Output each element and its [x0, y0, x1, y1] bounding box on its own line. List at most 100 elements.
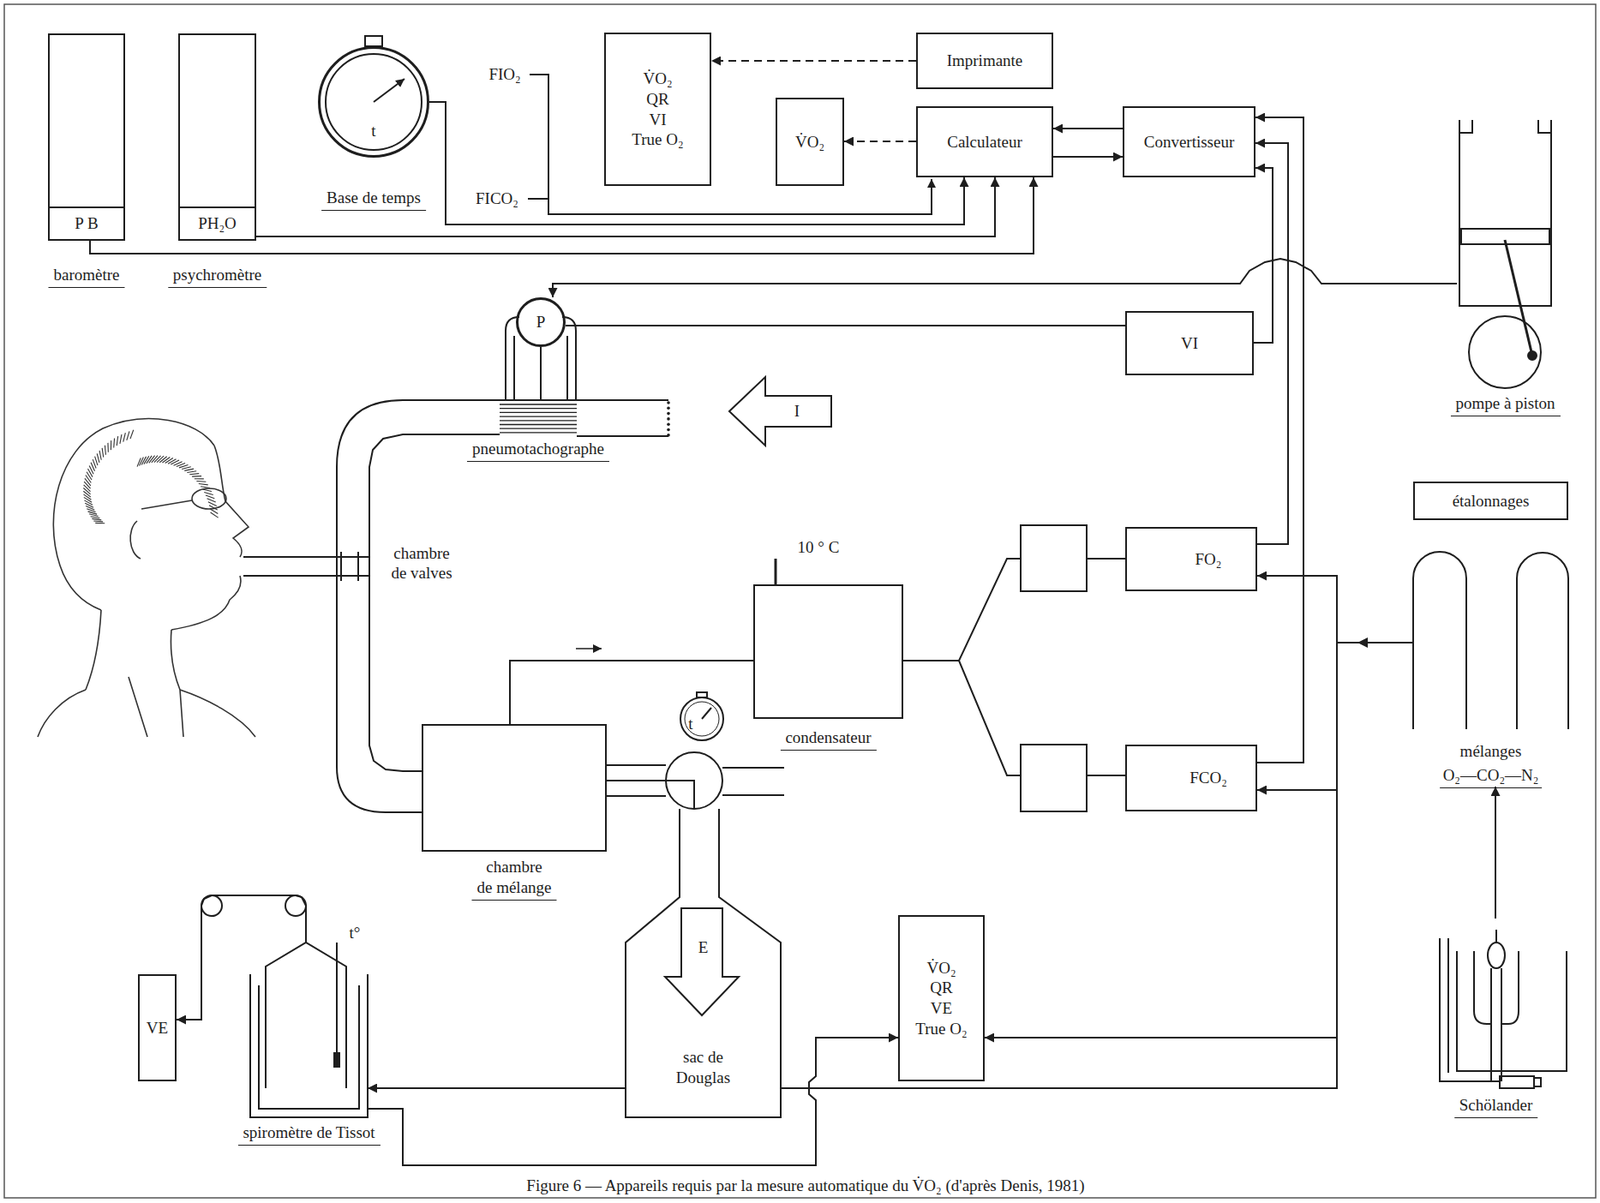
hair-strokes	[119, 434, 122, 444]
barometer-box: P Bbaromètre	[47, 33, 126, 241]
mouthpiece	[243, 557, 370, 576]
hair-strokes	[181, 467, 192, 470]
connector	[565, 324, 1126, 327]
gas-cylinders	[1516, 552, 1569, 730]
tube-inlet	[666, 417, 671, 421]
printer-box: Imprimante	[916, 32, 1054, 90]
hair-strokes	[95, 522, 105, 524]
connector	[1053, 127, 1123, 130]
hair-strokes	[113, 438, 115, 449]
printout-box: V̇O₂QRVITrue O₂	[604, 32, 712, 186]
clock-detail	[373, 78, 405, 102]
node-text: VE	[146, 1018, 168, 1039]
connector	[367, 1087, 626, 1090]
connector	[369, 434, 500, 772]
connector	[1053, 155, 1123, 158]
part-name: pompe à piston	[1450, 393, 1560, 417]
part-name: spiromètre de Tissot	[237, 1122, 380, 1146]
tube-inlet	[666, 407, 671, 411]
hair-strokes	[104, 445, 107, 456]
node-text: sac de Douglas	[672, 1047, 734, 1091]
node-text: O₂—CO₂—N₂	[1439, 765, 1543, 789]
scholander-apparatus	[1499, 1076, 1535, 1089]
scholander-apparatus	[1495, 929, 1498, 943]
node-text: mélanges	[1456, 741, 1526, 764]
douglas-bag	[625, 808, 781, 1118]
hair-strokes	[130, 430, 134, 439]
hair-strokes	[123, 432, 126, 443]
subject-head	[191, 488, 227, 510]
hair-strokes	[83, 430, 218, 524]
pneumotach-screen	[499, 407, 577, 409]
gas-fraction-label: FICO₂	[475, 189, 519, 210]
scholander-apparatus	[1534, 1078, 1541, 1087]
hair-strokes	[83, 481, 90, 489]
node-text: VI	[648, 109, 666, 131]
pressure-transducer: P	[515, 297, 566, 348]
mouthpiece	[341, 551, 359, 582]
psychrometer-box: PH₂Opsychromètre	[178, 33, 257, 241]
hair-strokes	[191, 475, 202, 478]
pneumotach-screen	[499, 428, 577, 430]
connector	[903, 660, 1126, 776]
thermometer-label: t°	[349, 923, 361, 944]
hair-strokes	[86, 472, 92, 480]
tube-inlet	[666, 433, 671, 438]
three-way-valve	[665, 752, 723, 809]
hair-strokes	[116, 436, 118, 446]
gas-fraction-wire	[527, 197, 549, 200]
connector	[844, 140, 917, 143]
node-text: t	[367, 120, 379, 144]
part-name: condensateur	[779, 727, 876, 751]
subject-head	[130, 521, 141, 559]
hair-strokes	[96, 453, 100, 463]
douglas-bag	[625, 808, 781, 1118]
hair-strokes	[161, 457, 170, 464]
connector	[903, 558, 1126, 661]
connector	[1257, 642, 1414, 791]
douglas-bag	[665, 908, 739, 1016]
connector	[1255, 143, 1289, 545]
hair-strokes	[165, 457, 174, 463]
tissot-spirometer	[250, 974, 368, 1118]
connector	[176, 895, 306, 1020]
breathing-tube	[576, 435, 669, 438]
node-text: Convertisseur	[1144, 131, 1235, 153]
node-text: QR	[929, 977, 953, 999]
pneumotach-screen	[499, 419, 577, 421]
subject-head	[141, 500, 192, 510]
pneumotach-screen	[499, 431, 577, 433]
tissot-spirometer	[305, 925, 307, 943]
node-text: P B	[49, 206, 124, 240]
timer-label: t	[688, 714, 693, 735]
hair-strokes	[202, 489, 212, 492]
connector	[711, 59, 917, 62]
node-text: True O₂	[915, 1018, 967, 1040]
tissot-spirometer	[201, 895, 368, 1118]
scholander-apparatus	[1447, 938, 1450, 1073]
part-label: de valves	[390, 563, 452, 584]
connector	[1494, 786, 1497, 919]
scholander-analyzer: Schölander	[1423, 918, 1569, 1091]
subject-head	[37, 419, 256, 738]
hair-strokes	[189, 473, 199, 475]
flow-arrow	[575, 647, 602, 650]
tissot-spirometer	[265, 942, 347, 1089]
hair-strokes	[107, 443, 108, 453]
gas-fraction-wire	[527, 74, 932, 215]
hair-strokes	[200, 486, 210, 489]
connector	[367, 1037, 899, 1166]
part-name: psychromètre	[167, 264, 267, 288]
node-text: QR	[646, 89, 669, 110]
hair-strokes	[126, 431, 130, 441]
part-label: chambre	[390, 544, 452, 564]
tissot-spirometer	[333, 1052, 341, 1068]
part-name: baromètre	[47, 264, 125, 288]
hair-strokes	[95, 456, 98, 466]
pneumotach-screen	[499, 404, 577, 433]
connector	[1257, 575, 1414, 643]
scholander-apparatus	[1474, 951, 1519, 1025]
valve-timer	[680, 697, 724, 741]
pneumotach-screen	[499, 424, 577, 426]
